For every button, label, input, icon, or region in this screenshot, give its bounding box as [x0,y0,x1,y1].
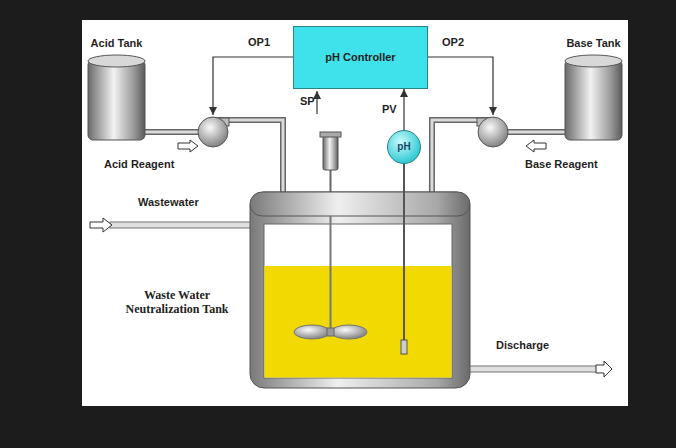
cyl-outline [565,55,622,143]
neutralization-tank: Waste Water Neutralization Tank [250,192,470,388]
cylinder-top [88,55,145,67]
op2-signal-line [428,57,493,115]
node-text: pH [397,141,410,153]
flow-arrow [596,361,612,377]
flow-arrow [90,218,112,232]
impeller-blade [331,325,367,339]
impeller-hub [327,328,334,336]
op1-signal-line [213,57,293,115]
tank-lid [250,192,470,216]
inlet-pipe [110,222,252,228]
liquid [265,266,452,378]
connector-path [403,164,405,192]
signal-name: OP2 [442,36,464,48]
probe-cable [404,164,405,192]
stream-label: Wastewater [138,196,199,208]
base-tank: Base Tank [565,55,622,143]
stream-label: Base Reagent [525,158,598,170]
connector-path [403,89,404,130]
node-text: Base Tank [566,37,620,50]
signal-line [404,89,405,130]
cylinder-body [565,60,622,140]
setpoint-line [316,91,317,114]
signal-name: SP [300,95,315,107]
node-text: pH Controller [325,51,395,64]
cylinder-top [565,55,622,67]
controller-box: pH Controller [293,26,428,89]
ph-sensor: pH [387,130,421,164]
agitator-shaft [330,216,332,332]
stream-label: Discharge [496,339,549,351]
tank-body [250,192,470,388]
tank-outline [250,192,470,388]
node-text: Acid Tank [91,37,143,50]
signal-name: PV [382,103,397,115]
signal-name: OP1 [248,36,270,48]
stream-label: Acid Reagent [104,158,174,170]
sensor-circle [388,131,421,164]
node-text: Waste Water Neutralization Tank [113,288,241,317]
flow-arrow [526,140,546,152]
pump-body [478,117,508,147]
acid-pump [198,117,229,147]
motor-cap [320,132,341,137]
ph-probe [403,192,405,342]
tank-window [264,224,452,378]
acid-tank: Acid Tank [88,55,145,143]
flow-arrow [178,140,198,152]
cylinder-body [88,60,145,140]
impeller-blade [294,325,330,339]
cyl-outline [88,55,145,143]
pump-body [198,117,228,147]
discharge-pipe [468,366,598,372]
probe-tip [401,340,407,354]
base-pump [477,117,508,147]
agitator-motor [323,133,338,170]
